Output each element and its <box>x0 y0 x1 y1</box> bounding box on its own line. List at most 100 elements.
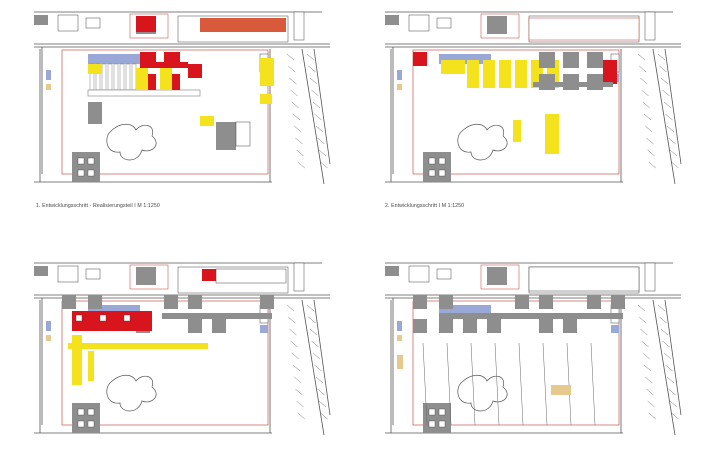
parking-mark <box>286 304 295 312</box>
courtyard <box>77 408 85 416</box>
parking-mark <box>665 113 673 121</box>
road-line <box>664 299 682 416</box>
link-red <box>156 62 188 68</box>
parking-mark <box>642 352 650 360</box>
interim-area-yellow <box>483 60 495 88</box>
parking-mark <box>669 400 678 408</box>
existing-building <box>88 102 102 124</box>
new-building-orange <box>200 18 286 32</box>
parking-mark <box>317 388 325 396</box>
existing-building <box>439 319 453 333</box>
existing-building <box>72 403 100 433</box>
blue-building <box>46 321 51 331</box>
plot-outline <box>408 265 430 283</box>
wing-outline <box>125 63 131 91</box>
existing-building <box>34 15 48 25</box>
plot-outline <box>408 14 430 32</box>
parking-mark <box>666 125 675 133</box>
existing-building <box>136 267 156 283</box>
site-plan-stage-2 <box>383 4 683 189</box>
existing-building <box>563 319 577 333</box>
site-plan-stage-1 <box>32 4 332 189</box>
existing-building <box>487 267 507 283</box>
parking-mark <box>296 400 304 408</box>
parking-mark <box>666 376 675 384</box>
parking-mark <box>659 316 667 324</box>
interim-area-yellow <box>467 60 479 88</box>
courtyard <box>438 420 446 428</box>
new-building-red <box>136 16 156 32</box>
parking-mark <box>668 137 676 145</box>
parking-mark <box>306 53 315 61</box>
blue-building <box>397 321 402 331</box>
courtyard <box>87 420 95 428</box>
plot-outline <box>215 268 287 284</box>
parking-mark <box>312 101 321 109</box>
parking-mark <box>317 137 325 145</box>
parking-mark <box>671 161 679 169</box>
parking-mark <box>647 149 655 157</box>
park-path <box>106 374 157 412</box>
existing-building <box>539 319 553 333</box>
corridor-outline <box>87 89 201 97</box>
courtyard <box>87 408 95 416</box>
wing-outline <box>131 63 137 91</box>
plot-outline <box>644 11 656 41</box>
existing-building <box>487 319 501 333</box>
parking-mark <box>314 364 322 372</box>
wing-outline <box>113 63 119 91</box>
connecting-corridor <box>533 82 613 87</box>
parking-mark <box>311 340 319 348</box>
campus-boundary <box>412 49 620 175</box>
existing-building <box>423 403 451 433</box>
parking-mark <box>662 89 670 97</box>
parking-mark <box>311 89 319 97</box>
parking-mark <box>671 412 679 420</box>
interim-area-yellow <box>200 116 214 126</box>
park-path <box>106 123 157 161</box>
plan-overlay <box>397 266 640 426</box>
parking-mark <box>318 400 327 408</box>
road-line <box>313 299 331 416</box>
courtyard <box>438 157 446 165</box>
parking-mark <box>309 328 318 336</box>
existing-building <box>164 295 178 309</box>
interim-area-yellow <box>88 351 94 381</box>
parking-mark <box>640 77 648 85</box>
parking-mark <box>288 316 296 324</box>
new-building-red <box>72 311 152 331</box>
courtyard <box>428 408 436 416</box>
blue-building <box>260 325 268 333</box>
plot-outline <box>436 17 452 29</box>
plan-overlay <box>87 16 286 150</box>
existing-building <box>212 319 226 333</box>
parking-mark <box>645 125 653 133</box>
parking-mark <box>657 53 666 61</box>
parking-mark <box>641 89 649 97</box>
existing-building <box>539 295 553 309</box>
interim-area-yellow <box>515 60 527 88</box>
blue-building <box>46 70 51 80</box>
site-plan-drawing-3 <box>34 262 331 436</box>
existing-building <box>439 295 453 309</box>
parking-mark <box>288 65 296 73</box>
courtyard <box>438 408 446 416</box>
connecting-corridor <box>162 313 272 319</box>
new-building-red <box>413 52 427 66</box>
existing-building <box>413 319 427 333</box>
parking-mark <box>290 340 298 348</box>
blue-building <box>611 325 619 333</box>
existing-building <box>72 152 100 182</box>
existing-building <box>188 295 202 309</box>
existing-building <box>62 295 76 309</box>
road-line <box>313 48 331 165</box>
new-building-red <box>140 52 156 68</box>
parking-mark <box>645 376 653 384</box>
parking-mark <box>643 364 652 372</box>
courtyard <box>77 157 85 165</box>
plot-outline <box>436 268 452 280</box>
plan-base <box>34 11 331 185</box>
parking-mark <box>637 53 646 61</box>
existing-building <box>487 16 507 32</box>
site-plan-drawing-1 <box>34 11 331 185</box>
